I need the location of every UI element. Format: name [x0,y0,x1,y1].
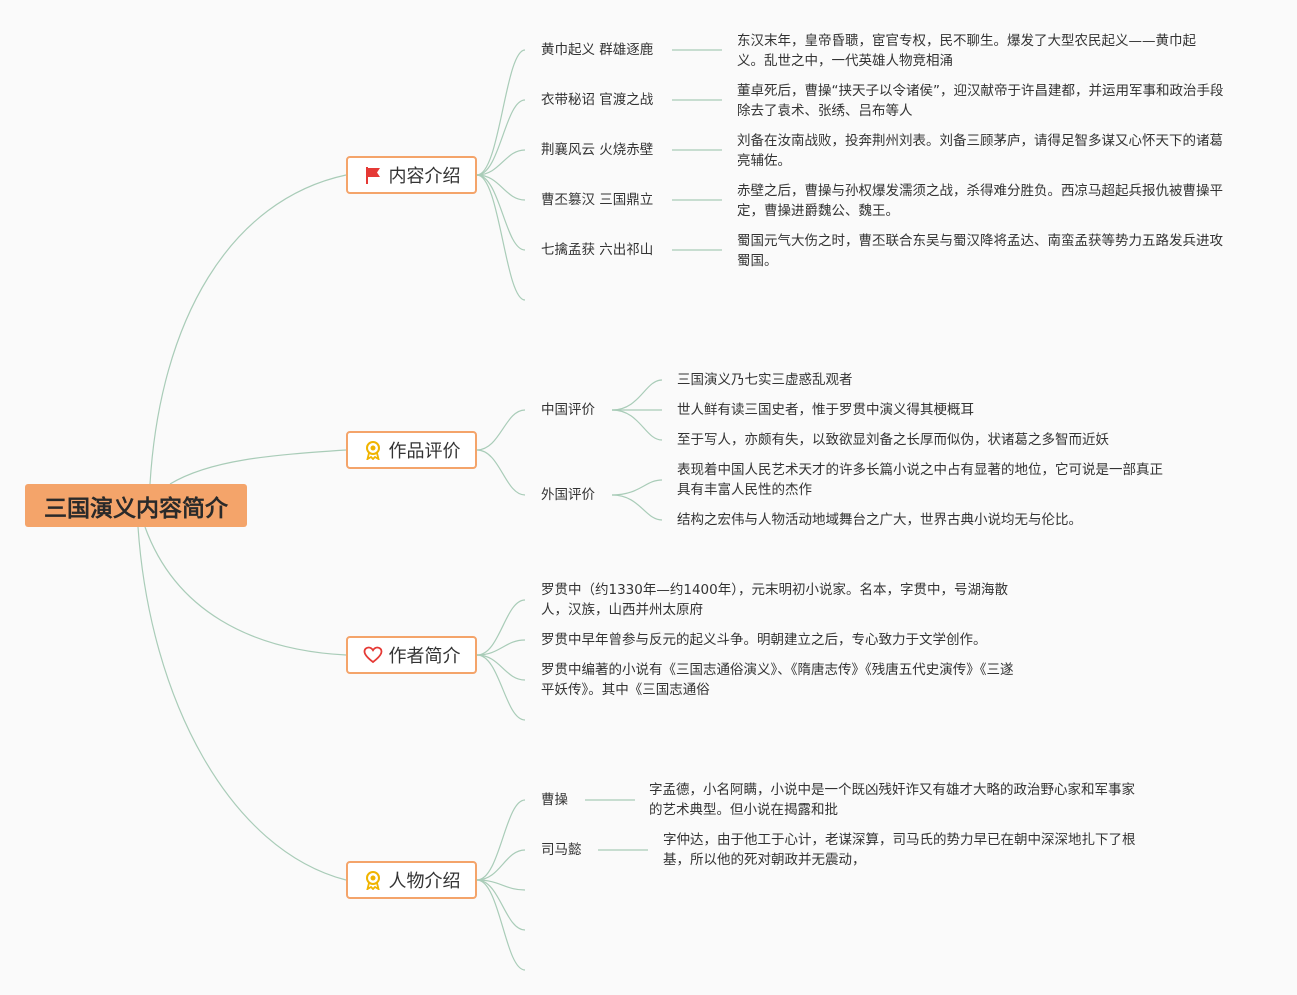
branch-label: 人物介绍 [388,871,461,892]
topic-node[interactable]: 黄巾起义 群雄逐鹿 [541,42,654,58]
evaluation-item: 世人鲜有读三国史者，惟于罗贯中演义得其梗概耳 [677,402,974,418]
character-detail: 字仲达，由于他工于心计，老谋深算，司马氏的势力早已在朝中深深地扎下了根基，所以他… [663,832,1136,868]
evaluation-item: 至于写人，亦颇有失，以致欲显刘备之长厚而似伪，状诸葛之多智而近妖 [677,432,1109,448]
branch-label: 作品评价 [388,441,461,462]
branch-label: 内容介绍 [388,166,461,187]
topic-detail: 董卓死后，曹操“挟天子以令诸侯”，迎汉献帝于许昌建都，并运用军事和政治手段除去了… [737,83,1224,119]
topic-detail: 刘备在汝南战败，投奔荆州刘表。刘备三顾茅庐，请得足智多谋又心怀天下的诸葛亮辅佐。 [737,133,1223,169]
branch-evaluation[interactable]: 作品评价 [346,431,477,469]
author-item: 罗贯中（约1330年—约1400年），元末明初小说家。名本，字贯中，号湖海散人，… [541,582,1008,618]
heart-icon [363,646,382,664]
award-icon [365,871,380,890]
branch-characters[interactable]: 人物介绍 [346,861,477,899]
evaluation-item: 表现着中国人民艺术天才的许多长篇小说之中占有显著的地位，它可说是一部真正具有丰富… [677,462,1163,498]
branch-author[interactable]: 作者简介 [346,636,477,674]
root-title: 三国演义内容简介 [44,495,228,522]
topic-detail: 东汉末年，皇帝昏聩，宦官专权，民不聊生。爆发了大型农民起义——黄巾起义。乱世之中… [737,33,1196,69]
evaluation-item: 结构之宏伟与人物活动地域舞台之广大，世界古典小说均无与伦比。 [677,512,1082,528]
topic-detail: 赤壁之后，曹操与孙权爆发濡须之战，杀得难分胜负。西凉马超起兵报仇被曹操平定，曹操… [737,183,1223,219]
evaluation-foreign-node[interactable]: 外国评价 [541,487,595,503]
author-item: 罗贯中早年曾参与反元的起义斗争。明朝建立之后，专心致力于文学创作。 [541,632,987,648]
topic-detail: 蜀国元气大伤之时，曹丕联合东吴与蜀汉降将孟达、南蛮孟获等势力五路发兵进攻蜀国。 [737,233,1223,269]
character-node[interactable]: 司马懿 [541,842,582,858]
character-node[interactable]: 曹操 [541,792,568,808]
topic-node[interactable]: 荆襄风云 火烧赤壁 [541,142,654,158]
topic-node[interactable]: 曹丕篡汉 三国鼎立 [541,192,654,208]
author-item: 罗贯中编著的小说有《三国志通俗演义》、《隋唐志传》《残唐五代史演传》《三遂平妖传… [541,662,1014,698]
root-node[interactable]: 三国演义内容简介 [25,484,247,527]
evaluation-china-node[interactable]: 中国评价 [541,402,595,418]
branch-label: 作者简介 [388,646,461,667]
award-icon [365,441,380,460]
flag-icon [365,167,380,184]
character-detail: 字孟德，小名阿瞒，小说中是一个既凶残奸诈又有雄才大略的政治野心家和军事家的艺术典… [649,782,1135,818]
evaluation-item: 三国演义乃七实三虚惑乱观者 [677,372,853,388]
topic-node[interactable]: 衣带秘诏 官渡之战 [541,92,654,108]
branch-content-intro[interactable]: 内容介绍 [346,156,477,194]
topic-node[interactable]: 七擒孟获 六出祁山 [541,242,654,258]
